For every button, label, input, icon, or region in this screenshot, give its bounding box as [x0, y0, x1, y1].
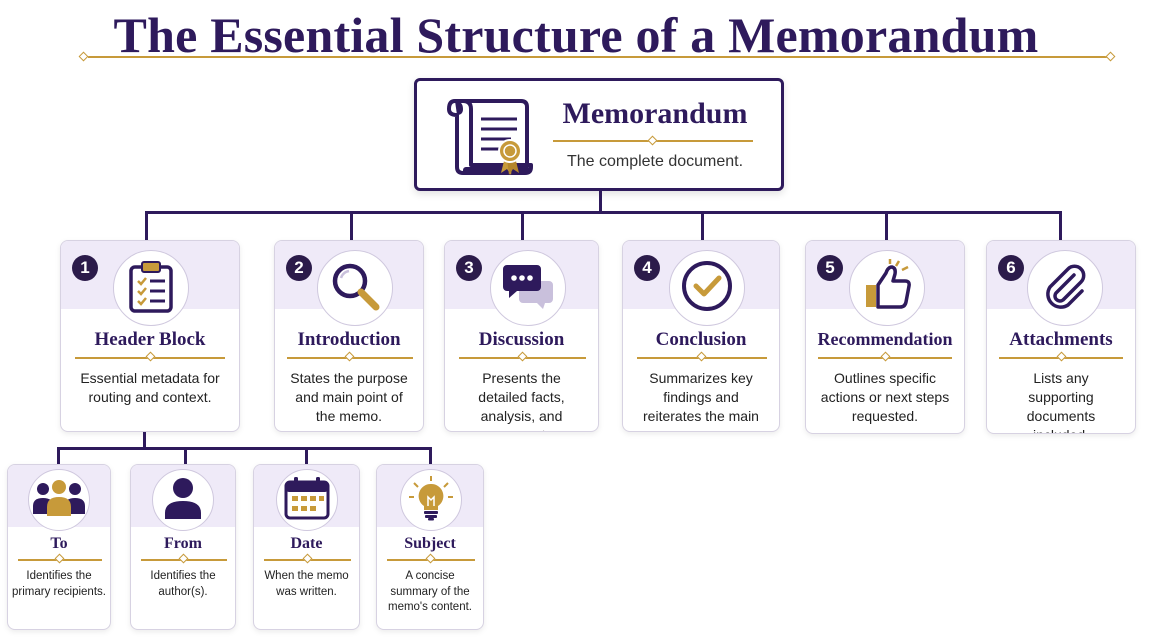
page-title: The Essential Structure of a Memorandum	[113, 7, 1039, 63]
connector-horizontal-sub	[57, 447, 432, 450]
section-number-badge: 3	[456, 255, 482, 281]
icon-circle	[113, 250, 189, 326]
title-underline-left	[88, 56, 1110, 58]
calendar-icon	[284, 476, 330, 525]
field-card-date: Date When the memo was written.	[253, 464, 360, 630]
connector-drop-4	[701, 211, 704, 241]
section-title: Header Block	[94, 329, 206, 350]
speech-bubbles-icon	[501, 261, 555, 316]
section-description: Lists any supporting documents included.	[1026, 370, 1096, 433]
section-number-badge: 4	[634, 255, 660, 281]
field-diamond	[178, 553, 189, 564]
paperclip-icon	[1040, 261, 1090, 316]
section-card-discussion: 3 Discussion Presents the detailed facts…	[444, 240, 599, 432]
field-title: From	[164, 535, 202, 552]
root-description: The complete document.	[566, 153, 744, 170]
icon-circle	[152, 469, 214, 531]
field-title: Subject	[404, 535, 456, 552]
section-card-attachments: 6 Attachments Lists any supporting docum…	[986, 240, 1136, 434]
field-diamond	[302, 553, 313, 564]
section-description: Summarizes key findings and reiterates t…	[643, 370, 759, 431]
section-diamond	[344, 351, 355, 362]
scroll-certificate-icon	[445, 93, 535, 179]
root-title: Memorandum	[562, 97, 748, 130]
icon-circle	[317, 250, 393, 326]
connector-header-down	[143, 432, 146, 449]
section-card-recommendation: 5 Recommendation Outlines specific actio…	[805, 240, 965, 434]
magnifying-glass-icon	[329, 260, 381, 317]
section-diamond	[145, 351, 156, 362]
section-card-header-block: 1 Header Block Essential metadata for ro…	[60, 240, 240, 432]
field-title: Date	[290, 535, 323, 552]
section-card-introduction: 2 Introduction States the purpose and ma…	[274, 240, 424, 432]
connector-sub-drop-2	[184, 447, 187, 465]
connector-horizontal-main	[145, 211, 1062, 214]
field-title: To	[50, 535, 68, 552]
clipboard-checklist-icon	[127, 259, 175, 318]
lightbulb-icon	[408, 475, 454, 526]
section-title: Attachments	[1009, 329, 1113, 350]
section-title: Introduction	[297, 329, 401, 350]
section-description: Essential metadata for routing and conte…	[80, 370, 220, 405]
connector-drop-6	[1059, 211, 1062, 241]
field-card-to: To Identifies the primary recipients.	[7, 464, 111, 630]
field-diamond	[425, 553, 436, 564]
connector-drop-5	[885, 211, 888, 241]
section-number-badge: 6	[998, 255, 1024, 281]
section-number-badge: 5	[817, 255, 843, 281]
connector-drop-2	[350, 211, 353, 241]
checkmark-circle-icon	[680, 259, 734, 318]
section-title: Discussion	[478, 329, 565, 350]
field-card-from: From Identifies the author(s).	[130, 464, 236, 630]
section-description: States the purpose and main point of the…	[290, 370, 408, 424]
section-diamond	[517, 351, 528, 362]
group-people-icon	[31, 478, 87, 523]
field-card-subject: Subject A concise summary of the memo's …	[376, 464, 484, 630]
connector-sub-drop-1	[57, 447, 60, 465]
section-diamond	[696, 351, 707, 362]
icon-circle	[669, 250, 745, 326]
section-title: Recommendation	[817, 329, 953, 349]
connector-sub-drop-4	[429, 447, 432, 465]
root-diamond	[647, 135, 658, 146]
section-title: Conclusion	[655, 329, 747, 350]
thumbs-up-icon	[860, 258, 914, 318]
field-description: When the memo was written.	[264, 570, 349, 598]
section-description: Outlines specific actions or next steps …	[820, 370, 950, 424]
icon-circle	[28, 469, 90, 531]
icon-circle	[400, 469, 462, 531]
section-diamond	[880, 351, 891, 362]
field-diamond	[54, 553, 65, 564]
memorandum-root-box: Memorandum The complete document.	[414, 78, 784, 191]
section-number-badge: 1	[72, 255, 98, 281]
section-diamond	[1056, 351, 1067, 362]
icon-circle	[490, 250, 566, 326]
icon-circle	[849, 250, 925, 326]
section-card-conclusion: 4 Conclusion Summarizes key findings and…	[622, 240, 780, 432]
person-icon	[163, 477, 203, 524]
section-description: Presents the detailed facts, analysis, a…	[478, 370, 565, 431]
icon-circle	[276, 469, 338, 531]
connector-root-down	[599, 191, 602, 213]
field-description: A concise summary of the memo's content.	[387, 570, 472, 613]
connector-sub-drop-3	[305, 447, 308, 465]
field-description: Identifies the author(s).	[150, 570, 216, 598]
connector-drop-1	[145, 211, 148, 241]
connector-drop-3	[521, 211, 524, 241]
field-description: Identifies the primary recipients.	[12, 570, 106, 598]
icon-circle	[1027, 250, 1103, 326]
section-number-badge: 2	[286, 255, 312, 281]
